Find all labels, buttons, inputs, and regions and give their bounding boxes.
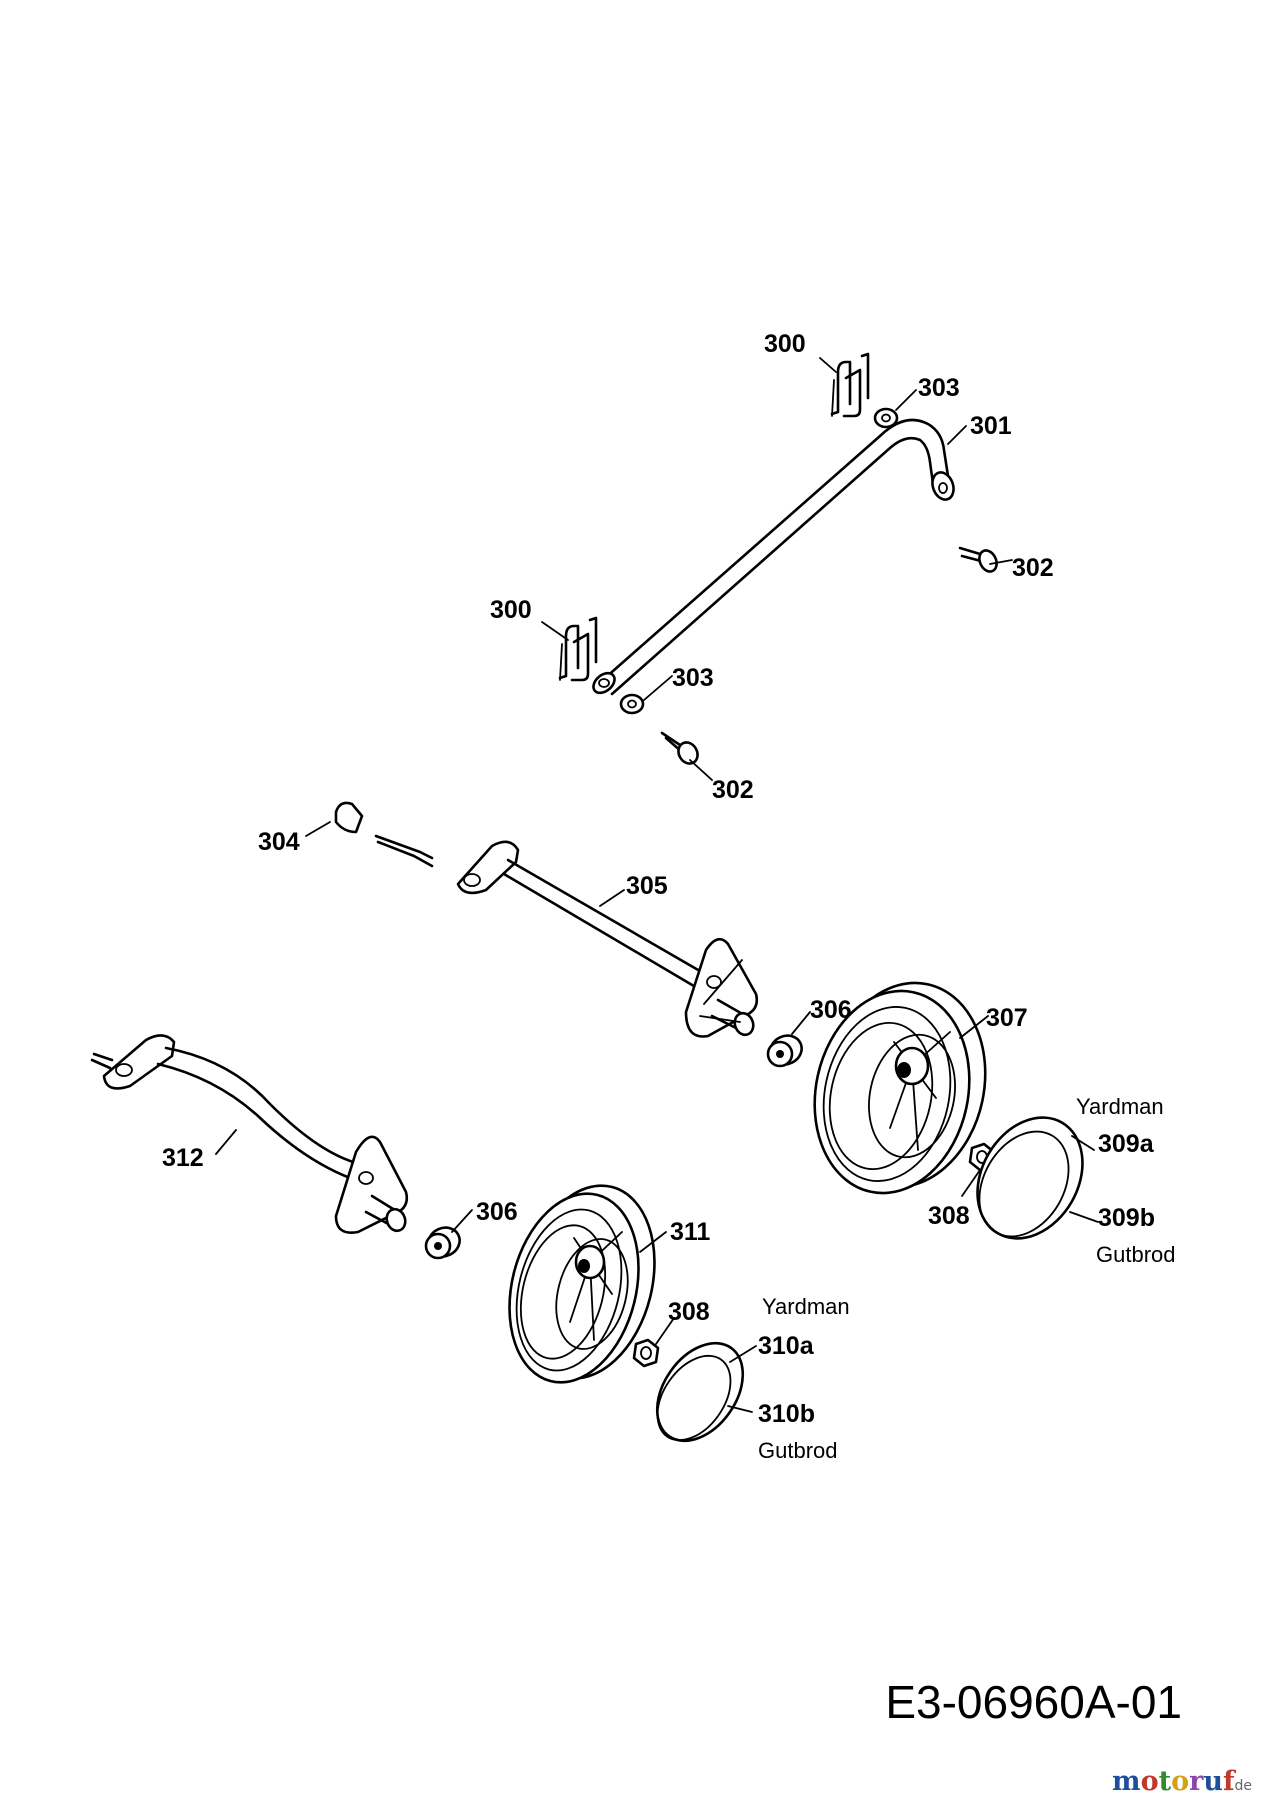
callout-309a: 309a	[1098, 1130, 1155, 1158]
watermark-letter: o	[1171, 1766, 1189, 1797]
callout-308-right: 308	[928, 1202, 970, 1230]
part-306-spacer-lower	[424, 1226, 461, 1260]
callout-310a: 310a	[758, 1332, 815, 1360]
leader-lines	[215, 357, 1099, 1413]
callout-303-mid: 303	[672, 664, 714, 692]
brand-yardman-right: Yardman	[1076, 1094, 1164, 1119]
callout-308-lower: 308	[668, 1298, 710, 1326]
callout-300-top: 300	[764, 330, 806, 358]
part-304-cable-end	[334, 801, 434, 868]
callout-300-mid: 300	[490, 596, 532, 624]
callout-306-lower: 306	[476, 1198, 518, 1226]
watermark-letter: t	[1159, 1766, 1172, 1797]
part-302-bolt-mid	[660, 731, 699, 765]
watermark-letter: f	[1223, 1766, 1237, 1797]
callout-304: 304	[258, 828, 300, 856]
part-303-washer-top	[873, 407, 899, 429]
watermark-logo: motoruf .de	[1112, 1766, 1252, 1797]
part-302-bolt-top	[958, 546, 998, 573]
part-303-washer-mid	[619, 693, 645, 715]
watermark-letter: u	[1203, 1766, 1223, 1797]
callout-309b: 309b	[1098, 1204, 1155, 1232]
callout-302-mid: 302	[712, 776, 754, 804]
callout-305: 305	[626, 872, 668, 900]
callout-312: 312	[162, 1144, 204, 1172]
part-307-wheel	[813, 981, 987, 1195]
part-306-spacer-upper	[766, 1034, 803, 1068]
part-309-hubcap	[976, 1116, 1084, 1240]
part-300-clip-top	[830, 352, 870, 418]
part-312-axle	[90, 1034, 409, 1234]
part-308-nut-lower	[632, 1338, 660, 1368]
watermark-letter: m	[1112, 1766, 1141, 1797]
part-311-wheel	[508, 1184, 656, 1384]
callout-307: 307	[986, 1004, 1028, 1032]
callout-303-top: 303	[918, 374, 960, 402]
drawing-code: E3-06960A-01	[885, 1676, 1182, 1728]
brand-yardman-lower: Yardman	[762, 1294, 850, 1319]
callout-306-upper: 306	[810, 996, 852, 1024]
watermark-letter: o	[1141, 1766, 1159, 1797]
callout-311: 311	[670, 1218, 710, 1246]
svg-text:motoruf: motoruf	[1112, 1766, 1237, 1797]
callout-301: 301	[970, 412, 1012, 440]
part-301-rod	[592, 418, 955, 696]
svg-text:.de: .de	[1230, 1778, 1252, 1794]
part-305-axle	[456, 840, 759, 1038]
brand-gutbrod-right: Gutbrod	[1096, 1242, 1176, 1267]
callout-302-top: 302	[1012, 554, 1054, 582]
watermark-letter: r	[1189, 1766, 1204, 1797]
part-300-clip-mid	[558, 616, 598, 682]
callout-310b: 310b	[758, 1400, 815, 1428]
part-310-hubcap	[655, 1341, 745, 1443]
brand-gutbrod-lower: Gutbrod	[758, 1438, 838, 1463]
